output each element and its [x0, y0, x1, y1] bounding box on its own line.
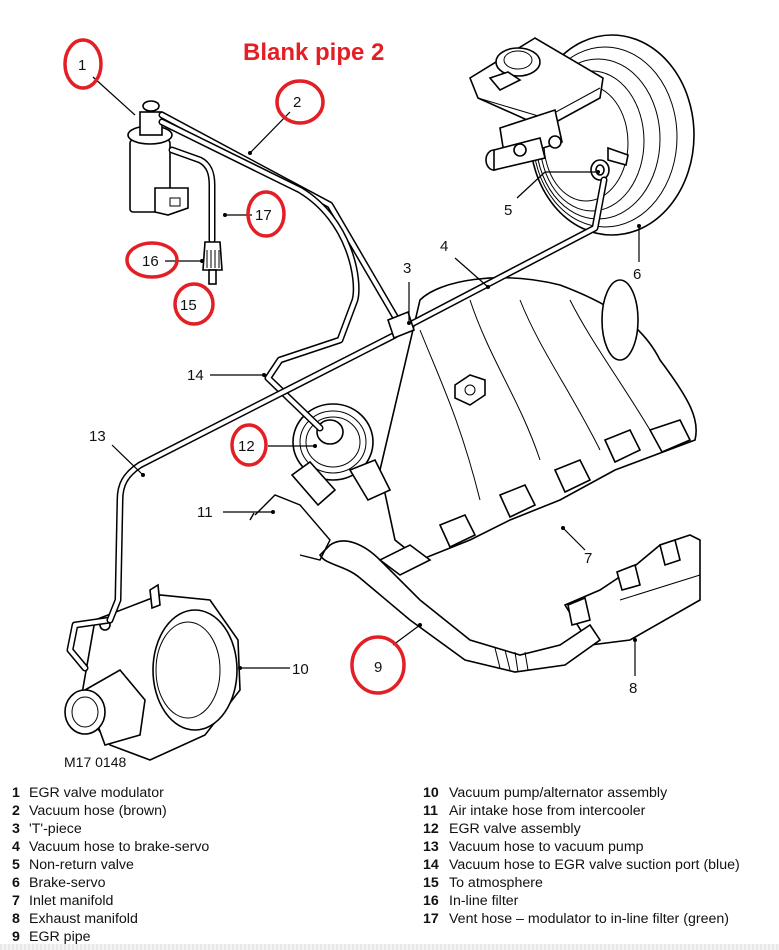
legend-item: 5 Non-return valve [12, 856, 209, 874]
egr-pipe [319, 540, 602, 673]
bottom-edge-strip [0, 944, 779, 950]
legend-label: Vacuum hose to vacuum pump [449, 839, 644, 855]
legend-label: Exhaust manifold [29, 911, 138, 927]
callout-1: 1 [78, 57, 86, 74]
highlight-circles [63, 38, 406, 695]
legend-item: 3 'T'-piece [12, 820, 209, 838]
legend-number: 13 [423, 839, 439, 855]
vacuum-pump-alternator [64, 583, 241, 761]
legend-number: 16 [423, 893, 439, 909]
legend-number: 5 [12, 857, 20, 873]
legend-number: 2 [12, 803, 20, 819]
callout-9: 9 [374, 659, 382, 676]
legend-number: 3 [12, 821, 20, 837]
legend-label: In-line filter [449, 893, 519, 909]
legend-item: 7 Inlet manifold [12, 892, 209, 910]
highlight-circle-2 [275, 79, 325, 125]
legend-column-left: 1 EGR valve modulator 2 Vacuum hose (brown… [12, 784, 209, 946]
callout-4: 4 [440, 238, 448, 255]
figure-id: M17 0148 [64, 754, 126, 770]
legend-item: 4 Vacuum hose to brake-servo [12, 838, 209, 856]
legend-item: 17 Vent hose – modulator to in-line filte… [423, 910, 740, 928]
callout-11: 11 [197, 504, 213, 521]
legend-item: 6 Brake-servo [12, 874, 209, 892]
callout-6: 6 [633, 266, 641, 283]
highlight-circle-1 [63, 38, 103, 90]
t-piece [387, 310, 415, 340]
callouts: 1 2 3 4 5 6 7 8 9 10 11 12 13 14 15 16 1… [78, 57, 641, 697]
legend-label: Inlet manifold [29, 893, 114, 909]
legend-number: 1 [12, 785, 20, 801]
legend-item: 16 In-line filter [423, 892, 740, 910]
legend-number: 12 [423, 821, 439, 837]
highlight-circle-17 [246, 190, 286, 238]
legend-item: 13 Vacuum hose to vacuum pump [423, 838, 740, 856]
legend-number: 17 [423, 911, 439, 927]
highlight-circle-9 [350, 635, 406, 695]
legend-label: To atmosphere [449, 875, 543, 891]
highlight-circle-12 [230, 423, 268, 467]
legend-number: 15 [423, 875, 439, 891]
inlet-manifold [379, 277, 697, 561]
legend-number: 11 [423, 803, 438, 819]
legend-number: 7 [12, 893, 20, 909]
legend-item: 15 To atmosphere [423, 874, 740, 892]
legend-item: 12 EGR valve assembly [423, 820, 740, 838]
legend-item: 10 Vacuum pump/alternator assembly [423, 784, 740, 802]
legend-label: Vacuum hose (brown) [29, 803, 167, 819]
vacuum-hoses [106, 111, 608, 624]
legend-label: Vacuum hose to EGR valve suction port (b… [449, 857, 740, 873]
callout-12: 12 [238, 438, 255, 455]
legend-label: Non-return valve [29, 857, 134, 873]
callout-5: 5 [504, 202, 512, 219]
parts-legend: 1 EGR valve modulator 2 Vacuum hose (brown… [0, 784, 779, 946]
legend-label: 'T'-piece [29, 821, 82, 837]
legend-item: 1 EGR valve modulator [12, 784, 209, 802]
vacuum-system-diagram: Blank pipe 2 [63, 34, 701, 770]
highlight-circle-15 [173, 282, 215, 326]
callout-8: 8 [629, 680, 637, 697]
legend-number: 8 [12, 911, 20, 927]
legend-column-right: 10 Vacuum pump/alternator assembly 11 Air … [423, 784, 740, 928]
legend-label: Vent hose – modulator to in-line filter … [449, 911, 729, 927]
legend-item: 2 Vacuum hose (brown) [12, 802, 209, 820]
legend-item: 11 Air intake hose from intercooler [423, 802, 740, 820]
legend-number: 10 [423, 785, 439, 801]
callout-14: 14 [187, 367, 204, 384]
legend-label: Vacuum pump/alternator assembly [449, 785, 668, 801]
legend-label: EGR pipe [29, 929, 91, 945]
non-return-valve [590, 146, 629, 181]
leader-lines [92, 76, 641, 676]
callout-10: 10 [292, 661, 309, 678]
exhaust-manifold [563, 534, 701, 646]
legend-label: EGR valve modulator [29, 785, 164, 801]
legend-number: 6 [12, 875, 20, 891]
legend-number: 14 [423, 857, 439, 873]
legend-label: Brake-servo [29, 875, 106, 891]
legend-item: 8 Exhaust manifold [12, 910, 209, 928]
diagram-title: Blank pipe 2 [243, 39, 384, 66]
legend-label: Air intake hose from intercooler [449, 803, 646, 819]
callout-13: 13 [89, 428, 106, 445]
callout-2: 2 [293, 94, 301, 111]
legend-label: EGR valve assembly [449, 821, 581, 837]
legend-label: Vacuum hose to brake-servo [29, 839, 210, 855]
callout-17: 17 [255, 207, 272, 224]
callout-15: 15 [180, 297, 197, 314]
in-line-filter [202, 241, 223, 285]
highlight-circle-16 [125, 241, 179, 279]
legend-item: 14 Vacuum hose to EGR valve suction port … [423, 856, 740, 874]
master-cylinder [469, 37, 604, 172]
legend-number: 4 [12, 839, 20, 855]
legend-item: 9 EGR pipe [12, 928, 209, 946]
legend-number: 9 [12, 929, 20, 945]
callout-7: 7 [584, 550, 592, 567]
callout-16: 16 [142, 253, 159, 270]
egr-valve-modulator [127, 100, 189, 216]
air-intake-hose [249, 494, 331, 561]
callout-3: 3 [403, 260, 411, 277]
egr-valve [290, 403, 392, 507]
